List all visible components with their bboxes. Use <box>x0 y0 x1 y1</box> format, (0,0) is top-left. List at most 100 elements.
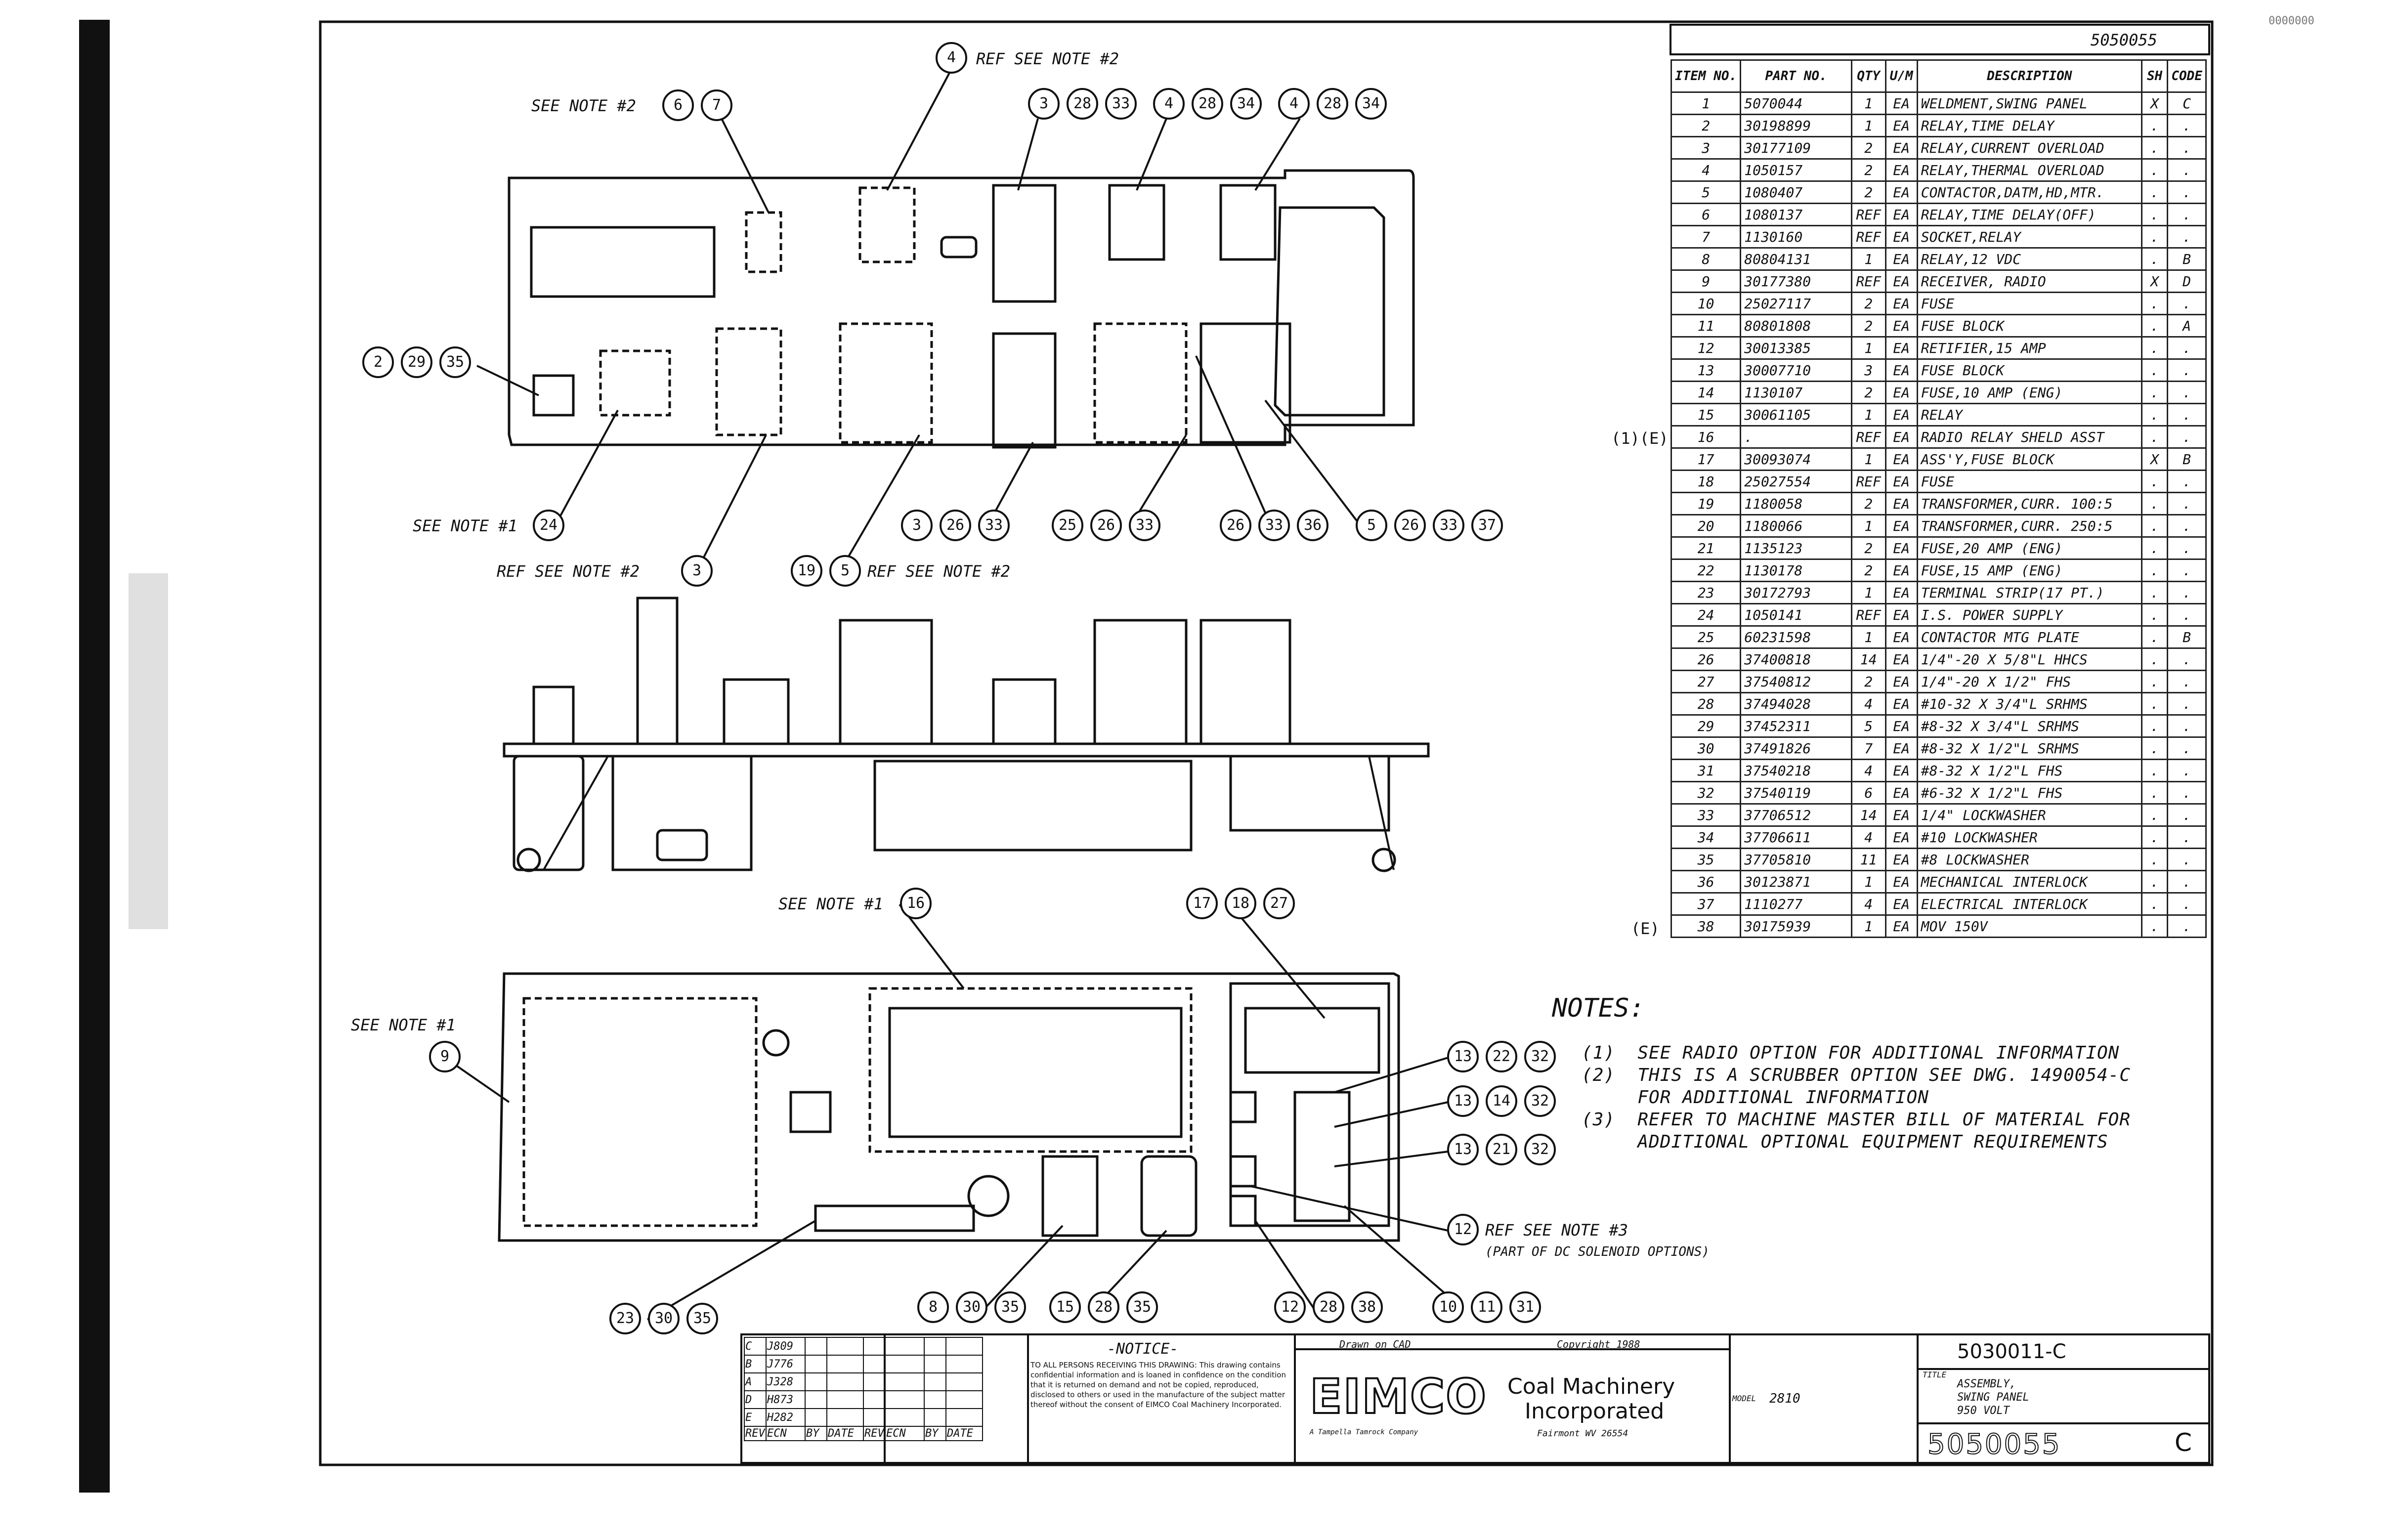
bom-cell: . <box>2167 692 2207 716</box>
bom-cell: 4 <box>1850 892 1886 916</box>
revision-cell-right <box>924 1408 946 1427</box>
bom-cell: EA <box>1884 692 1918 716</box>
balloon-number: 18 <box>1231 895 1250 912</box>
bom-cell: EA <box>1884 848 1918 871</box>
bom-cell: RELAY,TIME DELAY(OFF) <box>1916 203 2142 226</box>
balloon-circles <box>362 42 1556 1334</box>
rev-head-rev: REV <box>744 1426 767 1441</box>
bom-cell: 37540119 <box>1740 781 1852 805</box>
bom-cell: 1180058 <box>1740 492 1852 515</box>
balloon-number: 30 <box>962 1298 981 1316</box>
bom-cell: #10-32 X 3/4"L SRHMS <box>1916 692 2142 716</box>
bom-cell: 14 <box>1670 381 1742 404</box>
balloon-number: 3 <box>912 516 922 534</box>
bom-cell: . <box>2167 492 2207 515</box>
notice-title: -NOTICE- <box>1107 1340 1179 1358</box>
revision-cell <box>805 1355 827 1373</box>
revision-cell-right <box>885 1337 925 1356</box>
rev-head-by-2: BY <box>924 1426 946 1441</box>
bom-cell: EA <box>1884 336 1918 360</box>
bom-cell: . <box>2141 670 2169 693</box>
callout-ref-see-note-2-3: REF SEE NOTE #2 <box>497 562 640 581</box>
callout-ref-see-note-3: REF SEE NOTE #3 <box>1485 1221 1628 1240</box>
bom-cell: RECEIVER, RADIO <box>1916 269 2142 293</box>
bom-cell: 15 <box>1670 403 1742 427</box>
bom-cell: EA <box>1884 158 1918 182</box>
bom-cell: . <box>2167 158 2207 182</box>
balloon-number: 35 <box>1133 1298 1152 1316</box>
bom-cell: #8 LOCKWASHER <box>1916 848 2142 871</box>
bom-side-mark-38: (E) <box>1631 919 1660 938</box>
scan-edge-shadow <box>128 573 168 929</box>
bom-cell: EA <box>1884 292 1918 315</box>
bom-cell: B <box>2167 625 2207 649</box>
bom-cell: 1 <box>1850 914 1886 938</box>
bom-cell: EA <box>1884 91 1918 115</box>
bom-cell: . <box>2141 803 2169 827</box>
bom-cell: . <box>2141 292 2169 315</box>
bom-cell: REF <box>1850 425 1886 449</box>
bom-cell: 33 <box>1670 803 1742 827</box>
bom-cell: 19 <box>1670 492 1742 515</box>
title-line-3: 950 VOLT <box>1957 1405 2010 1417</box>
balloon-number: 21 <box>1492 1141 1511 1158</box>
bom-cell: 30007710 <box>1740 358 1852 382</box>
bom-col-code: CODE <box>2167 59 2207 93</box>
bom-cell: FUSE BLOCK <box>1916 314 2142 338</box>
bom-cell: EA <box>1884 803 1918 827</box>
balloon-number: 5 <box>1367 516 1376 534</box>
bom-cell: 37705810 <box>1740 848 1852 871</box>
bom-cell: 1130107 <box>1740 381 1852 404</box>
bom-cell: 5 <box>1670 180 1742 204</box>
bom-cell: EA <box>1884 892 1918 916</box>
balloon-number: 29 <box>407 353 426 371</box>
balloon-number: 33 <box>1439 516 1458 534</box>
balloon-number: 38 <box>1358 1298 1376 1316</box>
bom-cell: EA <box>1884 870 1918 894</box>
balloon-number: 4 <box>946 49 956 66</box>
bom-cell: SOCKET,RELAY <box>1916 225 2142 249</box>
bom-cell: 12 <box>1670 336 1742 360</box>
bom-cell: 37706512 <box>1740 803 1852 827</box>
bom-cell: B <box>2167 447 2207 471</box>
bom-cell: 14 <box>1850 647 1886 671</box>
bom-cell: 6 <box>1850 781 1886 805</box>
title-label: TITLE <box>1923 1370 1947 1379</box>
bom-cell: . <box>2141 825 2169 849</box>
bom-cell: CONTACTOR MTG PLATE <box>1916 625 2142 649</box>
balloon-number: 23 <box>616 1310 635 1327</box>
note-line-3: FOR ADDITIONAL INFORMATION <box>1582 1087 1929 1108</box>
bom-cell: FUSE BLOCK <box>1916 358 2142 382</box>
revision-cell-right <box>924 1390 946 1409</box>
balloon-number: 28 <box>1323 95 1342 112</box>
revision-cell-right <box>945 1408 983 1427</box>
revision-letter: C <box>2175 1428 2192 1457</box>
revision-cell: B <box>744 1355 767 1373</box>
balloon-number: 36 <box>1303 516 1322 534</box>
bom-cell: 30172793 <box>1740 581 1852 604</box>
bom-cell: EA <box>1884 314 1918 338</box>
bom-cell: 1 <box>1850 514 1886 538</box>
balloon-number: 9 <box>440 1048 450 1065</box>
revision-cell <box>805 1408 827 1427</box>
bom-cell: 38 <box>1670 914 1742 938</box>
callout-ref-see-note-2-5: REF SEE NOTE #2 <box>867 562 1010 581</box>
bom-cell: 1110277 <box>1740 892 1852 916</box>
bom-cell: 6 <box>1670 203 1742 226</box>
bom-cell: . <box>2141 558 2169 582</box>
revision-cell: C <box>744 1337 767 1356</box>
bom-cell: RELAY,CURRENT OVERLOAD <box>1916 136 2142 160</box>
bom-cell: 1050157 <box>1740 158 1852 182</box>
revision-cell-right <box>924 1372 946 1391</box>
bom-cell: EA <box>1884 358 1918 382</box>
